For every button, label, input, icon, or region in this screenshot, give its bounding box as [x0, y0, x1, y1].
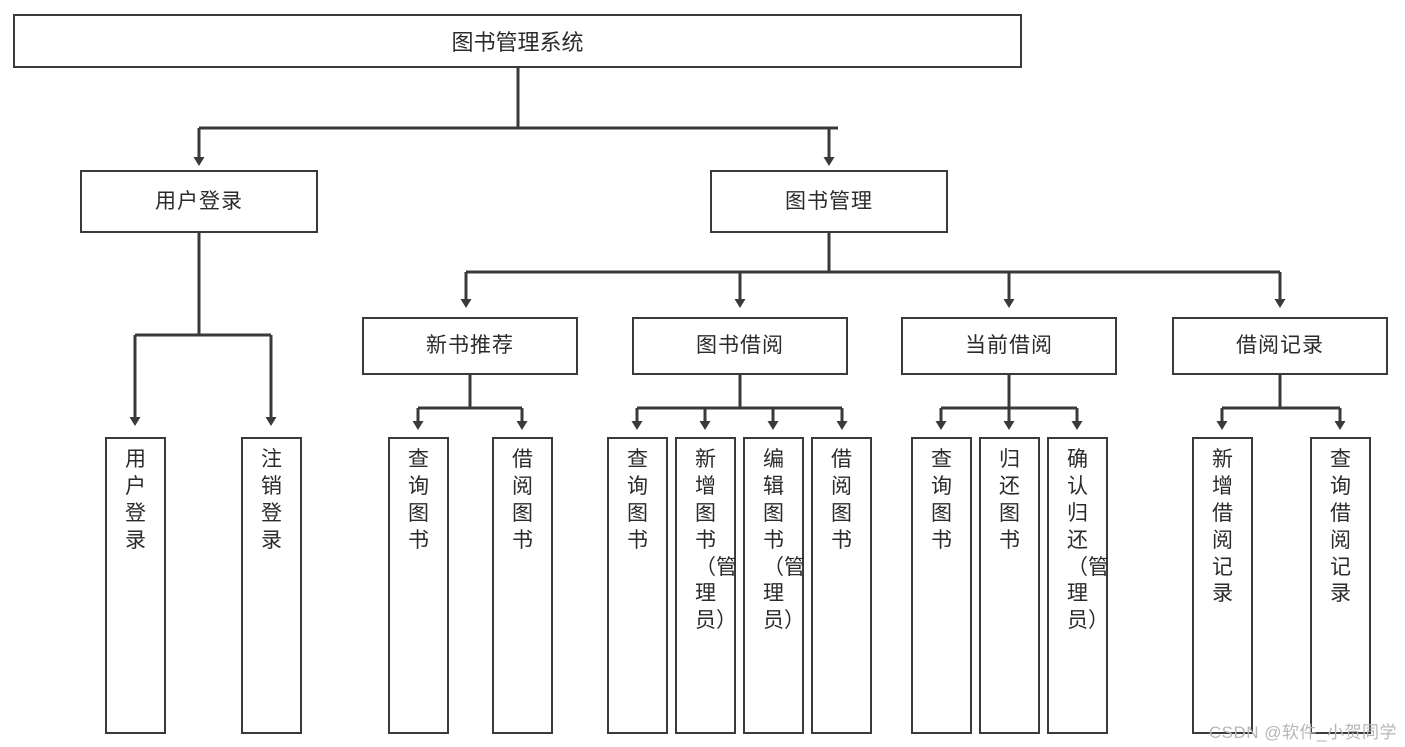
node-label: 新书推荐	[426, 334, 514, 358]
leaf-label: 用户登录	[125, 448, 146, 552]
leaf-label: 编辑图书（管理员）	[763, 448, 805, 633]
node-borrow-record[interactable]: 借阅记录	[1172, 317, 1388, 375]
leaf-label: 借阅图书	[512, 448, 533, 552]
node-label: 当前借阅	[965, 334, 1053, 358]
leaf-label: 归还图书	[999, 448, 1020, 552]
leaf-borrow-edit-book[interactable]: 编辑图书（管理员）	[743, 437, 805, 734]
node-user-login[interactable]: 用户登录	[80, 170, 318, 233]
leaf-label: 确认归还（管理员）	[1067, 448, 1109, 633]
node-label: 图书管理系统	[451, 30, 584, 55]
leaf-user-login-logout[interactable]: 注销登录	[241, 437, 302, 734]
leaf-current-return-book[interactable]: 归还图书	[979, 437, 1040, 734]
node-label: 用户登录	[155, 189, 243, 213]
leaf-label: 查询图书	[931, 448, 952, 552]
leaf-user-login-login[interactable]: 用户登录	[105, 437, 166, 734]
node-book-management[interactable]: 图书管理	[710, 170, 948, 233]
watermark-text: CSDN @软件_小贺同学	[1208, 723, 1397, 742]
leaf-borrow-borrow-book[interactable]: 借阅图书	[811, 437, 872, 734]
leaf-new-book-query[interactable]: 查询图书	[388, 437, 449, 734]
leaf-label: 借阅图书	[831, 448, 852, 552]
leaf-label: 查询图书	[408, 448, 429, 552]
leaf-label: 新增图书（管理员）	[695, 448, 737, 633]
node-current-borrow[interactable]: 当前借阅	[901, 317, 1117, 375]
leaf-record-add[interactable]: 新增借阅记录	[1192, 437, 1253, 734]
leaf-borrow-query-book[interactable]: 查询图书	[607, 437, 668, 734]
leaf-new-book-borrow[interactable]: 借阅图书	[492, 437, 553, 734]
node-label: 图书借阅	[696, 334, 784, 358]
leaf-record-query[interactable]: 查询借阅记录	[1310, 437, 1371, 734]
leaf-label: 新增借阅记录	[1212, 448, 1233, 606]
leaf-label: 注销登录	[261, 448, 282, 552]
node-book-borrow[interactable]: 图书借阅	[632, 317, 848, 375]
leaf-label: 查询图书	[627, 448, 648, 552]
node-label: 图书管理	[785, 189, 873, 213]
node-new-book-recommend[interactable]: 新书推荐	[362, 317, 578, 375]
node-root-system[interactable]: 图书管理系统	[13, 14, 1022, 68]
node-label: 借阅记录	[1236, 334, 1324, 358]
leaf-label: 查询借阅记录	[1330, 448, 1351, 606]
leaf-borrow-add-book[interactable]: 新增图书（管理员）	[675, 437, 737, 734]
leaf-current-confirm-return[interactable]: 确认归还（管理员）	[1047, 437, 1109, 734]
leaf-current-query-book[interactable]: 查询图书	[911, 437, 972, 734]
